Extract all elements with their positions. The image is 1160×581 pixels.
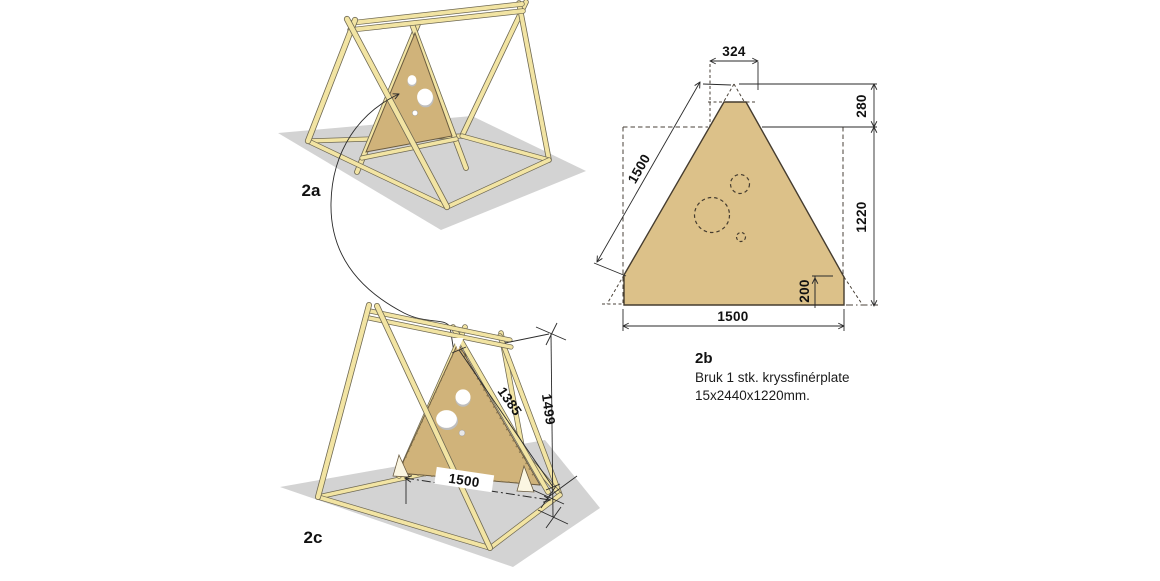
base-beams-near-2c (315, 492, 563, 551)
figure-2a-isometric-view: 2a (278, 0, 586, 230)
dimension-text-324: 324 (722, 44, 746, 59)
plywood-panel-2a (365, 31, 453, 153)
back-frame-2c (497, 330, 563, 498)
figure-label-2a: 2a (302, 181, 321, 200)
figure-2b-panel-drawing: 324 280 1220 200 1500 1500 2b Bruk 1 stk… (593, 44, 878, 403)
front-frame-2a (304, 15, 451, 211)
panel-hole-large-2a (417, 88, 434, 108)
base-beams-near-2a (305, 138, 552, 210)
plywood-panel-2b (623, 101, 845, 306)
dimension-text-1499: 1499 (539, 393, 558, 426)
panel-hole-small-top-2a (407, 75, 417, 87)
dimension-lines-2b (597, 61, 874, 326)
ridge-beams-2c (366, 308, 514, 350)
panel-hole-large-2c (436, 410, 458, 430)
ridge-beams-2a (347, 1, 526, 33)
figure-label-2c: 2c (304, 528, 323, 547)
panel-bottom-beam-2a (359, 136, 459, 161)
dimension-text-1220: 1220 (854, 201, 869, 232)
dimension-1500-2c: 1500 (405, 466, 550, 500)
front-frame-2c (315, 302, 493, 551)
figure-label-2b: 2b (695, 350, 713, 367)
note-line-2: 15x2440x1220mm. (695, 388, 810, 403)
note-line-1: Bruk 1 stk. kryssfinérplate (695, 370, 850, 385)
panel-hole-medium-outline-2b (729, 173, 751, 195)
panel-apex-notch-2c (452, 338, 464, 350)
panel-hole-tiny-2a (412, 110, 418, 116)
panel-hole-tiny-2c (458, 429, 466, 437)
back-frame-2a (459, 0, 552, 163)
dimension-text-280: 280 (854, 94, 869, 117)
dimension-text-1500-side-2b: 1500 (625, 151, 654, 186)
dimension-1499-2c: 1499 (539, 393, 558, 426)
panel-hole-upper-2c (455, 389, 471, 407)
corner-gusset-left-2c (392, 453, 410, 478)
dimension-text-200: 200 (797, 279, 812, 302)
panel-hole-small-outline-2b (735, 231, 747, 243)
dimension-text-1500-base-2c: 1500 (448, 471, 481, 490)
figure-2c-isometric-view: 1385 1499 1500 2c (280, 302, 600, 567)
dimension-text-1500-base-2b: 1500 (717, 309, 748, 324)
